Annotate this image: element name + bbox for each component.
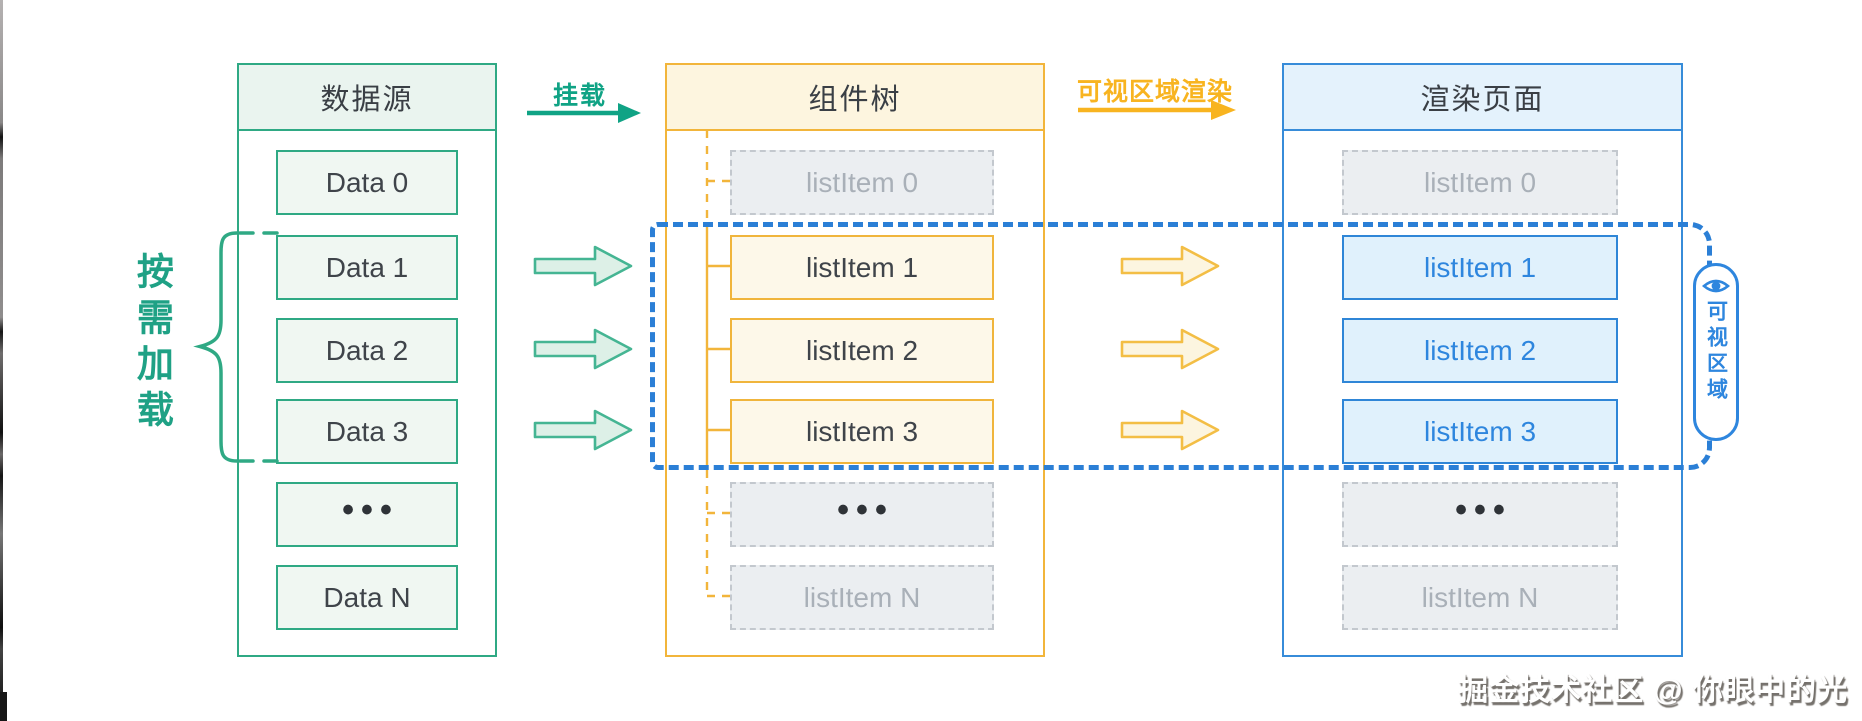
render-item-n: listItem N (1342, 565, 1618, 630)
viewport-pill-label: 可视区域 (1704, 300, 1728, 404)
data-item-2: Data 2 (276, 318, 458, 383)
data-item-3: Data 3 (276, 399, 458, 464)
screen-edge-artifact-bottom (0, 692, 7, 721)
data-item-1: Data 1 (276, 235, 458, 300)
render-item-ellipsis: ••• (1342, 482, 1618, 547)
viewport-render-arrow-label: 可视区域渲染 (1076, 78, 1233, 106)
tree-item-2: listItem 2 (730, 318, 994, 383)
data-item-ellipsis: ••• (276, 482, 458, 547)
viewport-dashed-rect (650, 222, 1712, 470)
tree-item-3: listItem 3 (730, 399, 994, 464)
mount-arrow-label: 挂载 (552, 82, 607, 110)
data-source-title: 数据源 (239, 65, 495, 131)
render-page-title: 渲染页面 (1284, 65, 1681, 131)
screen-edge-artifact (0, 0, 3, 721)
data-item-0: Data 0 (276, 150, 458, 215)
load-arrow-2 (533, 328, 633, 370)
render-item-1: listItem 1 (1342, 235, 1618, 300)
render-item-0: listItem 0 (1342, 150, 1618, 215)
load-on-demand-label: 按需加载 (131, 252, 173, 436)
render-item-3: listItem 3 (1342, 399, 1618, 464)
tree-item-ellipsis: ••• (730, 482, 994, 547)
component-tree-column: 组件树 listItem 0 listItem 1 listItem 2 lis… (665, 63, 1045, 657)
viewport-pill: 可视区域 (1693, 263, 1739, 441)
tree-item-0: listItem 0 (730, 150, 994, 215)
tree-item-n: listItem N (730, 565, 994, 630)
tree-item-1: listItem 1 (730, 235, 994, 300)
load-arrow-3 (533, 409, 633, 451)
render-page-column: 渲染页面 listItem 0 listItem 1 listItem 2 li… (1282, 63, 1683, 657)
render-item-2: listItem 2 (1342, 318, 1618, 383)
eye-icon (1702, 279, 1730, 293)
data-source-column: 数据源 Data 0 Data 1 Data 2 Data 3 ••• Data… (237, 63, 497, 657)
load-arrow-1 (533, 245, 633, 287)
data-item-n: Data N (276, 565, 458, 630)
watermark: 掘金技术社区 @ 你眼中的光 (1458, 674, 1848, 707)
component-tree-title: 组件树 (667, 65, 1043, 131)
